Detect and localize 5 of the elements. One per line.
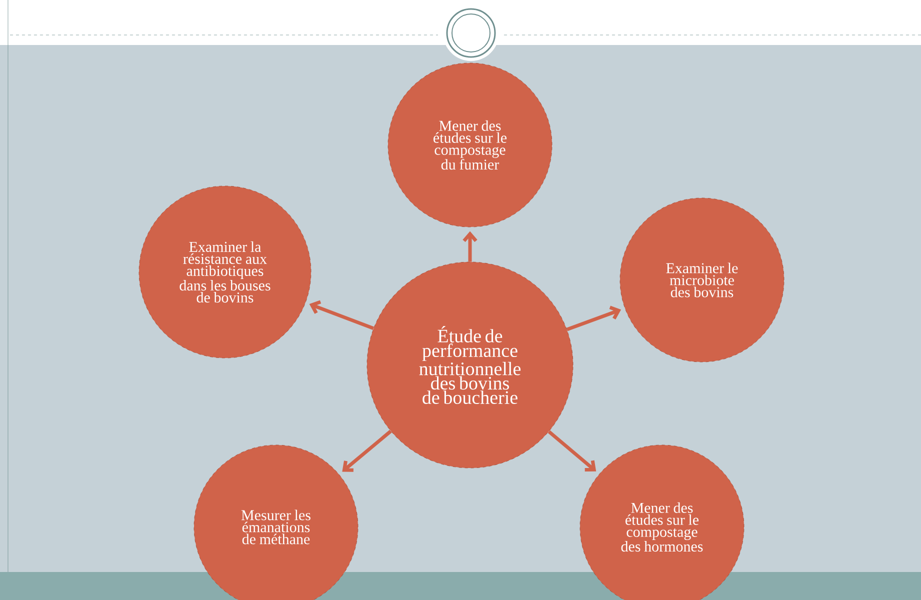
arrow [548,430,596,472]
arrow [462,231,478,262]
arrow [566,306,622,332]
arrow [309,300,374,330]
arrow [342,430,392,472]
